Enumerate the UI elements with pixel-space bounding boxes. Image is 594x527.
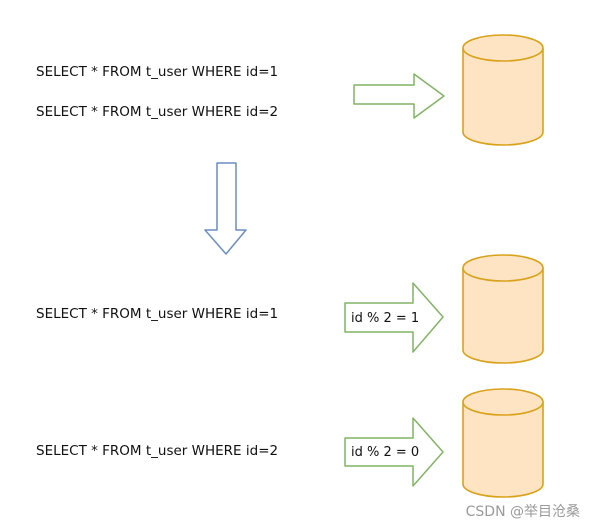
odd-id-condition: id % 2 = 1 bbox=[351, 311, 419, 326]
even-id-condition: id % 2 = 0 bbox=[351, 445, 419, 460]
even-shard-database-icon bbox=[462, 388, 544, 498]
query-after-2: SELECT * FROM t_user WHERE id=2 bbox=[36, 443, 278, 459]
transform-down-arrow bbox=[204, 162, 247, 255]
query-after-1: SELECT * FROM t_user WHERE id=1 bbox=[36, 306, 278, 322]
arrow-even-route bbox=[344, 417, 444, 487]
query-before-2: SELECT * FROM t_user WHERE id=2 bbox=[36, 104, 278, 120]
single-database-icon bbox=[462, 34, 544, 146]
query-before-1: SELECT * FROM t_user WHERE id=1 bbox=[36, 64, 278, 80]
odd-shard-database-icon bbox=[462, 254, 544, 364]
arrow-odd-route bbox=[344, 282, 444, 353]
watermark: CSDN @举目沧桑 bbox=[466, 503, 580, 520]
arrow-to-single-db bbox=[353, 73, 445, 119]
